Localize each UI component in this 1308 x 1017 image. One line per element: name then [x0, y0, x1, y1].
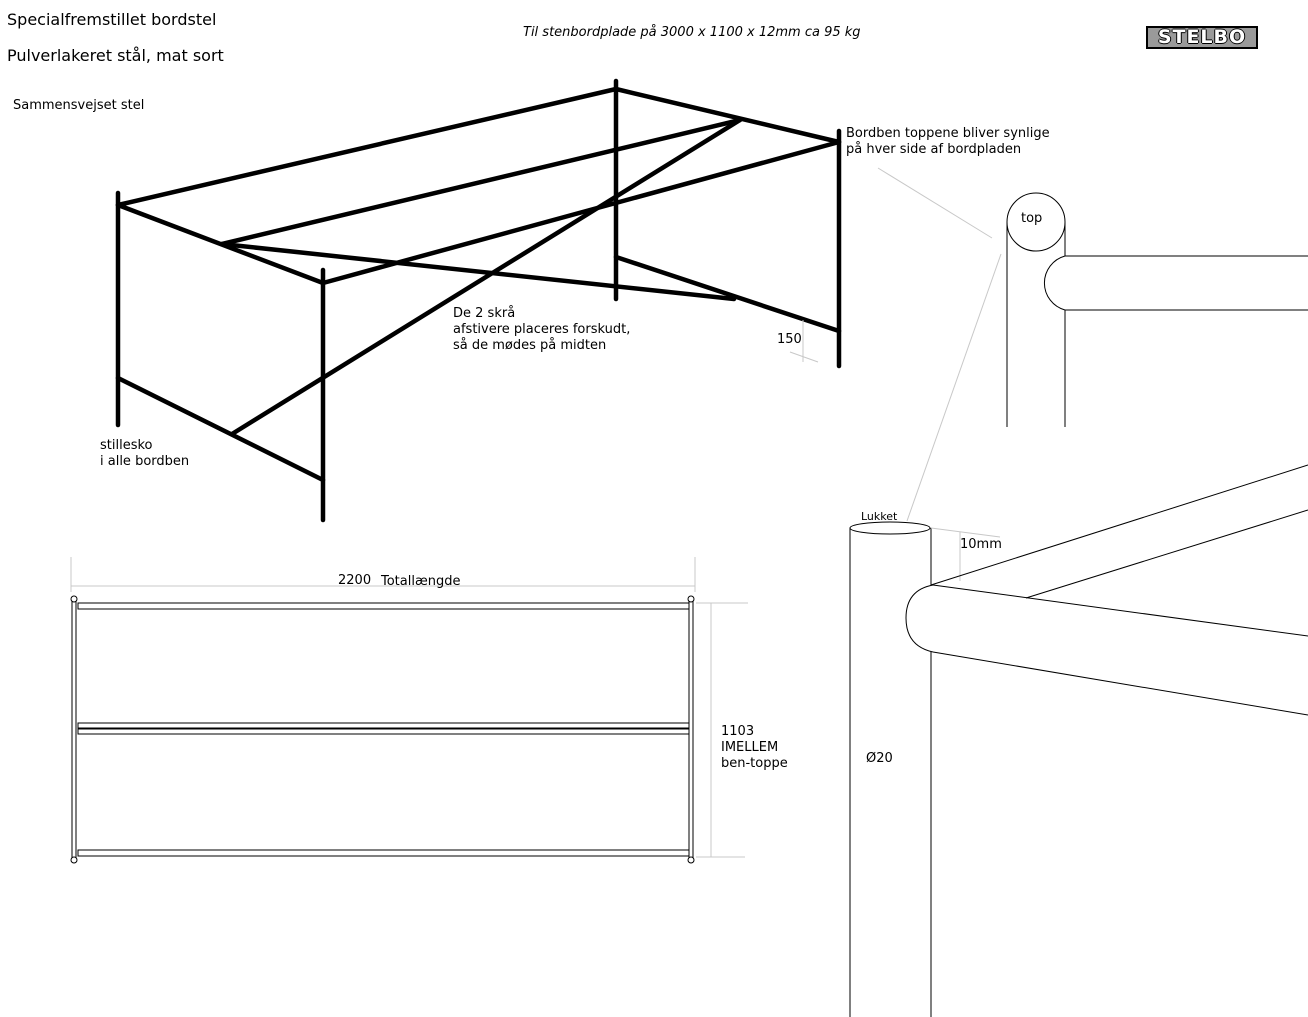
top-label: top [1021, 211, 1042, 226]
plan-leg-right [688, 599, 694, 862]
upper-rail-edge-2 [1025, 509, 1308, 599]
dimension-150 [789, 320, 819, 363]
cross-rail-bottom-edge [932, 651, 1308, 716]
diagonals-note: De 2 skrå afstivere placeres forskudt, s… [453, 306, 634, 353]
leader-lines [877, 167, 1002, 522]
plan-leg-left [71, 599, 77, 862]
lower-brace-front [115, 375, 326, 483]
length-label: Totallængde [380, 574, 460, 589]
cross-rail-end-cap [905, 584, 934, 653]
stelbo-logo: STELBO [1146, 26, 1258, 49]
length-value: 2200 [338, 573, 371, 588]
diameter-label: Ø20 [866, 751, 893, 766]
diagonal-brace [229, 117, 743, 437]
cross-member-right [613, 254, 842, 334]
rail-top-left [115, 86, 619, 208]
feet-note: stillesko i alle bordben [100, 438, 189, 469]
material-title: Pulverlakeret stål, mat sort [7, 46, 224, 65]
closed-top-label: Lukket [861, 510, 898, 523]
rail-top-right [320, 139, 842, 286]
leg-detail [849, 464, 1308, 1017]
cross-member-left [219, 241, 737, 302]
plan-rail-bottom [77, 849, 690, 857]
welded-frame-label: Sammensvejset stel [13, 98, 144, 113]
drawing-title: Specialfremstillet bordstel [7, 10, 216, 29]
plan-rail-middle-a [77, 722, 690, 729]
width-note: 1103 IMELLEM ben-toppe [721, 724, 788, 771]
perspective-frame [115, 78, 842, 523]
plan-rail-top [77, 602, 690, 610]
rail-top-back [613, 86, 842, 145]
plan-view [70, 557, 748, 864]
logo-text: STELBO [1157, 26, 1247, 48]
leg-tops-note: Bordben toppene bliver synlige på hver s… [846, 126, 1054, 157]
cross-rail-top-edge [932, 584, 1308, 637]
offset-label: 10mm [960, 537, 1002, 552]
post-top-circle [1006, 192, 1066, 252]
top-detail-joint [1006, 192, 1308, 427]
upper-rail-edge-1 [930, 464, 1308, 586]
dimension-150-label: 150 [777, 332, 802, 347]
plan-rail-middle-b [77, 728, 690, 735]
leg-post-closed-top [849, 521, 931, 535]
tabletop-spec: Til stenbordplade på 3000 x 1100 x 12mm … [523, 25, 861, 40]
rail-middle [219, 117, 743, 247]
rail-end [1043, 255, 1308, 311]
